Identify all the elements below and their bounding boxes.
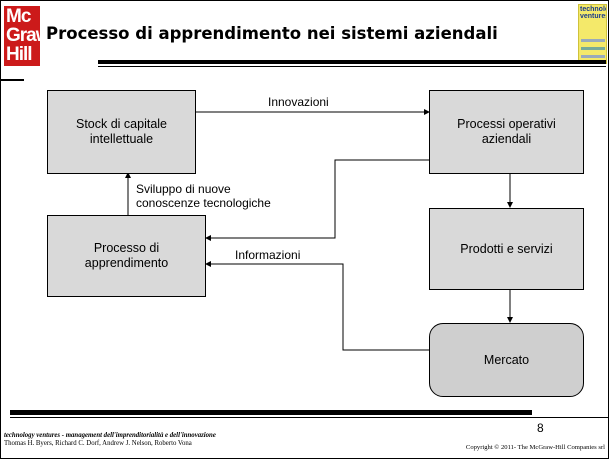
arrow-informazioni — [205, 261, 429, 351]
node-stock-label: Stock di capitale intellettuale — [75, 117, 168, 146]
edge-label-innovazioni: Innovazioni — [268, 95, 329, 109]
arrow-processi-apprendimento — [205, 159, 429, 241]
book-cover-stripe — [581, 55, 605, 58]
logo-line-2: Graw — [6, 25, 51, 46]
node-mercato-label: Mercato — [483, 352, 530, 367]
node-prodotti-servizi: Prodotti e servizi — [429, 208, 584, 290]
header-rule-left — [0, 79, 24, 81]
node-processo-apprendimento: Processo di apprendimento — [47, 215, 206, 297]
edge-label-sviluppo: Sviluppo di nuove conoscenze tecnologich… — [136, 182, 271, 210]
footer-book-info: technology ventures - management dell'im… — [4, 432, 216, 447]
footer-copyright: Copyright © 2011- The McGraw-Hill Compan… — [465, 444, 605, 451]
footer-rule-thin — [10, 417, 532, 418]
mcgraw-hill-logo: Mc Graw Hill — [4, 6, 51, 66]
node-prodotti-label: Prodotti e servizi — [460, 241, 553, 256]
footer-rule-right — [532, 417, 609, 418]
book-cover-stripe — [581, 47, 605, 50]
footer-authors: Thomas H. Byers, Richard C. Dorf, Andrew… — [4, 439, 192, 447]
logo-line-1: Mc — [6, 6, 31, 27]
node-mercato: Mercato — [429, 323, 584, 397]
node-stock-capitale: Stock di capitale intellettuale — [47, 90, 196, 174]
book-cover-thumbnail: technology ventures — [578, 4, 607, 64]
logo-line-3: Hill — [6, 44, 33, 65]
node-processi-label: Processi operativi aziendali — [457, 117, 556, 146]
header-rule-thin — [98, 66, 606, 67]
page-number: 8 — [537, 421, 544, 435]
book-cover-stripe — [581, 39, 605, 42]
book-cover-text: technology ventures — [580, 6, 607, 20]
node-apprendimento-label: Processo di apprendimento — [84, 241, 169, 270]
edge-label-informazioni: Informazioni — [235, 248, 301, 262]
slide-title: Processo di apprendimento nei sistemi az… — [46, 24, 498, 43]
header-rule-thick — [98, 60, 606, 64]
footer-rule-thick — [10, 410, 532, 415]
footer-book-title: technology ventures - management dell'im… — [4, 432, 216, 439]
node-processi-operativi: Processi operativi aziendali — [429, 90, 584, 174]
